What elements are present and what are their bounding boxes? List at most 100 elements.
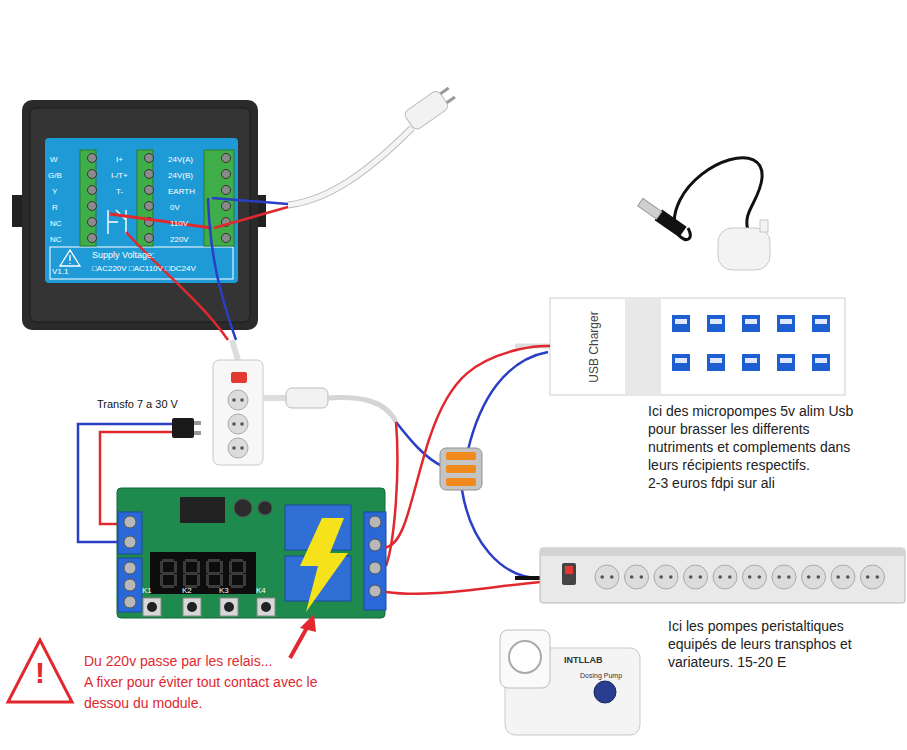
terminal-label: T- xyxy=(116,188,123,197)
cable xyxy=(515,344,550,349)
socket-hole xyxy=(807,575,811,579)
terminal-label: 24V(A) xyxy=(168,156,193,165)
socket-hole xyxy=(718,575,722,579)
transformer-pin xyxy=(194,431,201,435)
terminal-label: NC xyxy=(50,220,62,229)
terminal-screw xyxy=(222,170,231,179)
chip xyxy=(180,497,225,523)
wire xyxy=(208,198,236,340)
brand-name: INTLLAB xyxy=(564,656,603,666)
terminal-block xyxy=(118,512,142,554)
display-segment xyxy=(183,574,186,586)
terminal-label: G/B xyxy=(48,172,62,181)
socket-hole xyxy=(876,575,880,579)
socket-hole xyxy=(787,575,791,579)
mains-plug xyxy=(403,83,458,131)
pump-nozzle xyxy=(760,220,768,232)
terminal-screw xyxy=(88,234,97,243)
socket-hole xyxy=(240,398,244,402)
push-button-cap xyxy=(147,602,157,612)
socket-hole xyxy=(640,575,644,579)
socket-hole xyxy=(866,575,870,579)
usb-port xyxy=(777,354,795,371)
usb-port-slot xyxy=(710,358,722,363)
power-switch xyxy=(231,372,247,383)
usb-port-slot xyxy=(815,358,827,363)
pump-head xyxy=(500,630,550,688)
usb-port-slot xyxy=(745,358,757,363)
terminal-screw xyxy=(369,562,381,574)
wire xyxy=(386,422,397,566)
terminal-screw xyxy=(369,585,381,597)
socket xyxy=(802,565,826,589)
plug-body xyxy=(403,89,450,131)
display-segment xyxy=(174,561,177,573)
note-text: Ici les pompes peristaltiques equipés de… xyxy=(668,617,876,671)
wire xyxy=(396,422,442,466)
display-segment xyxy=(208,585,220,588)
socket xyxy=(595,565,619,589)
terminal-screw xyxy=(145,186,154,195)
usb-plug-tip xyxy=(638,199,662,220)
terminal-screw xyxy=(145,234,154,243)
socket xyxy=(654,565,678,589)
dosing-pump: INTLLAB Dosing Pump xyxy=(500,630,640,735)
socket-hole xyxy=(600,575,604,579)
wire xyxy=(212,198,288,204)
display-segment xyxy=(243,574,246,586)
socket-hole xyxy=(699,575,703,579)
terminal-strip xyxy=(137,150,153,246)
display-segment xyxy=(243,561,246,573)
usb-port-slot xyxy=(780,358,792,363)
strip-edge xyxy=(540,548,905,556)
terminal-screw xyxy=(145,202,154,211)
arrow-head xyxy=(300,614,316,632)
version-label: V1.1 xyxy=(52,268,68,277)
display-segment xyxy=(160,574,163,586)
usb-port-slot xyxy=(815,319,827,324)
terminal-screw xyxy=(124,562,136,574)
terminal-screw xyxy=(222,186,231,195)
terminal-label: I-/T+ xyxy=(111,172,128,181)
usb-charger-body xyxy=(550,298,845,395)
usb-port-slot xyxy=(780,319,792,324)
controller-unit: WG/BYRNCNCI+I-/T+T-24V(A)24V(B)EARTH0V11… xyxy=(22,100,258,330)
usb-port xyxy=(812,354,830,371)
terminal-screw xyxy=(369,516,381,528)
socket xyxy=(861,565,885,589)
socket xyxy=(228,414,248,434)
display-segment xyxy=(208,559,220,562)
socket xyxy=(228,390,248,410)
lightning-bolt xyxy=(300,518,348,612)
socket xyxy=(684,565,708,589)
terminal-label: 24V(B) xyxy=(168,172,193,181)
socket-hole xyxy=(630,575,634,579)
socket-hole xyxy=(232,398,236,402)
display-segment xyxy=(231,585,243,588)
socket-hole xyxy=(836,575,840,579)
push-button xyxy=(143,598,161,616)
usb-port xyxy=(707,354,725,371)
socket-hole xyxy=(610,575,614,579)
cable xyxy=(674,158,762,240)
usb-charger: USB Charger xyxy=(550,298,845,395)
push-button xyxy=(257,598,275,616)
micropump xyxy=(718,228,770,270)
terminal-screw xyxy=(88,186,97,195)
display-segment xyxy=(231,572,243,575)
voltage-options: □AC220V □AC110V □DC24V xyxy=(92,265,196,274)
terminal-screw xyxy=(145,154,154,163)
wire xyxy=(214,207,288,228)
button-label: K3 xyxy=(219,587,229,596)
terminal-screw xyxy=(124,579,136,591)
wire xyxy=(385,346,550,548)
usb-plug xyxy=(637,197,687,237)
terminal-label: I+ xyxy=(116,156,123,165)
device-name: Dosing Pump xyxy=(580,672,622,680)
display-segment xyxy=(160,561,163,573)
usb-port xyxy=(812,315,830,332)
usb-port xyxy=(672,315,690,332)
button-label: K4 xyxy=(256,587,266,596)
